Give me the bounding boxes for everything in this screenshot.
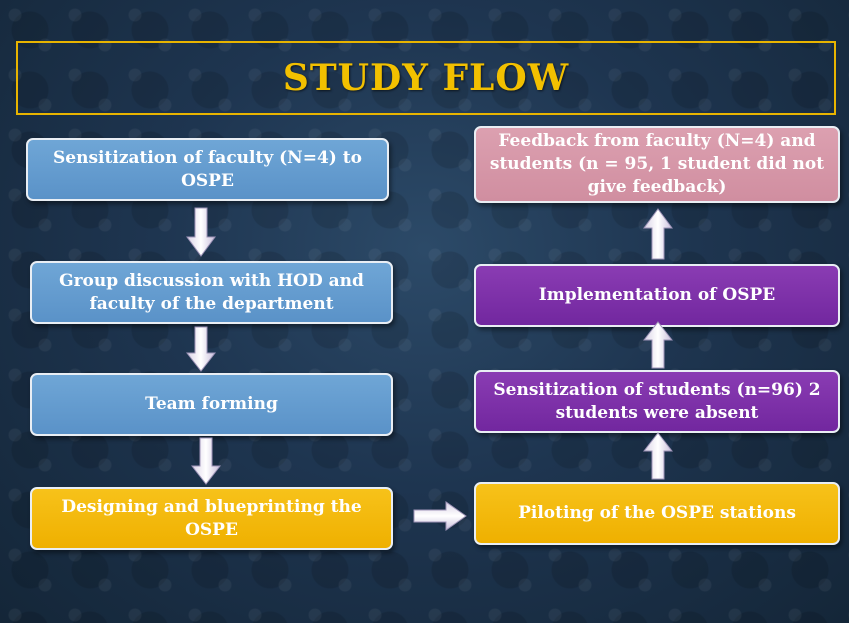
step-piloting: Piloting of the OSPE stations (474, 482, 840, 545)
arrow-up-icon (643, 321, 673, 369)
arrow-up-icon (643, 208, 673, 260)
step-designing-blueprinting: Designing and blueprinting the OSPE (30, 487, 393, 550)
arrow-down-icon (186, 207, 216, 257)
step-sensitization-students: Sensitization of students (n=96) 2 stude… (474, 370, 840, 433)
step-feedback: Feedback from faculty (N=4) and students… (474, 126, 840, 203)
title-frame: STUDY FLOW (16, 41, 836, 115)
step-implementation: Implementation of OSPE (474, 264, 840, 327)
arrow-down-icon (191, 437, 221, 485)
step-group-discussion: Group discussion with HOD and faculty of… (30, 261, 393, 324)
step-sensitization-faculty: Sensitization of faculty (N=4) to OSPE (26, 138, 389, 201)
arrow-down-icon (186, 326, 216, 372)
diagram-title: STUDY FLOW (282, 57, 570, 99)
arrow-right-icon (413, 501, 467, 531)
step-team-forming: Team forming (30, 373, 393, 436)
arrow-up-icon (643, 432, 673, 480)
